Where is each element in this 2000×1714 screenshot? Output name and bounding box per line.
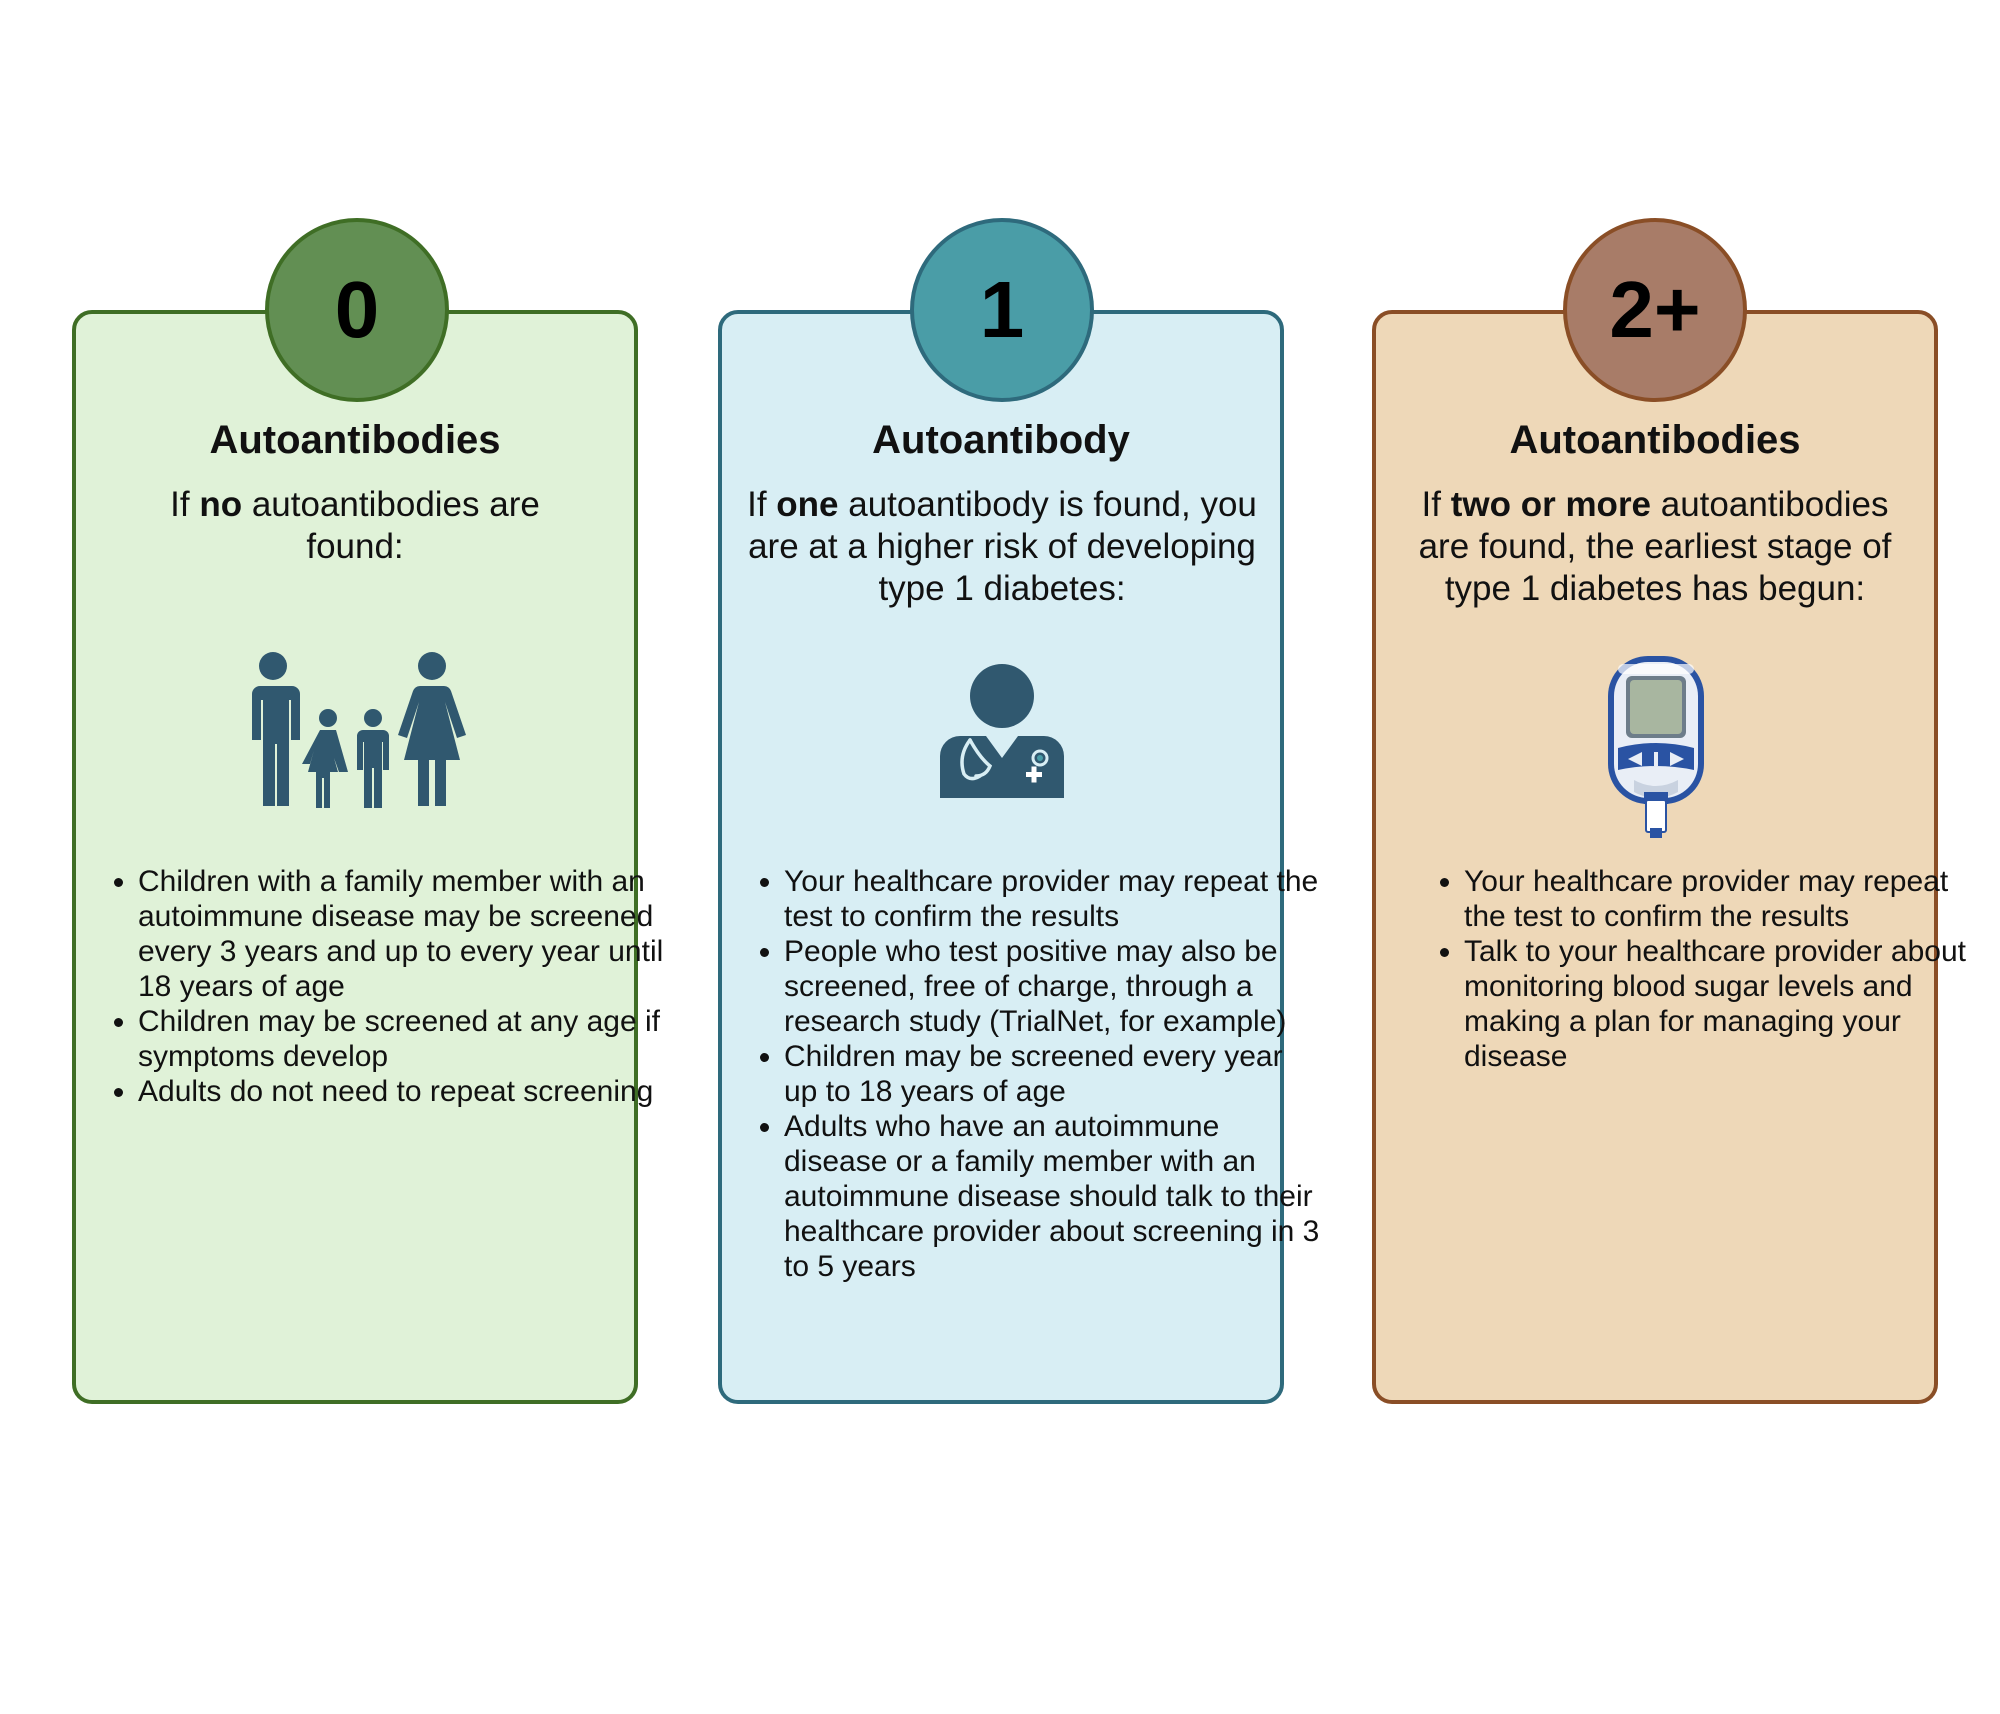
badge-one: 1 [910,218,1094,402]
list-item: People who test positive may also be scr… [784,934,1324,1039]
intro-text: autoantibodies are found: [242,485,540,566]
card-two-plus-autoantibodies [1372,310,1938,1404]
list-item: Talk to your healthcare provider about m… [1464,934,1986,1074]
list-item: Children may be screened at any age if s… [138,1004,678,1074]
list-item: Your healthcare provider may repeat the … [1464,864,1986,934]
list-item: Your healthcare provider may repeat the … [784,864,1324,934]
card-intro: If one autoantibody is found, you are at… [732,484,1272,610]
intro-text: autoantibody is found, you are at a high… [748,485,1257,608]
glucose-meter-icon [1608,656,1704,838]
card-intro: If two or more autoantibodies are found,… [1400,484,1910,610]
bullet-list: Children with a family member with an au… [100,864,678,1109]
bullet-list: Your healthcare provider may repeat the … [1426,864,1986,1074]
intro-text: autoantibodies are found, the earliest s… [1418,485,1892,608]
badge-zero: 0 [265,218,449,402]
bullet-list: Your healthcare provider may repeat the … [746,864,1324,1284]
intro-emphasis: one [776,485,839,524]
card-title: Autoantibodies [209,418,501,462]
badge-two-plus: 2+ [1563,218,1747,402]
intro-text: If [1421,485,1451,524]
card-title: Autoantibody [872,418,1130,462]
list-item: Children may be screened every year up t… [784,1039,1324,1109]
card-zero-autoantibodies [72,310,638,1404]
card-one-autoantibody [718,310,1284,1404]
card-intro: If no autoantibodies are found: [152,484,558,568]
family-icon [252,652,466,808]
list-item: Adults do not need to repeat screening [138,1074,678,1109]
list-item: Children with a family member with an au… [138,864,678,1004]
card-title: Autoantibodies [1509,418,1801,462]
list-item: Adults who have an autoimmune disease or… [784,1109,1324,1284]
intro-text: If [170,485,200,524]
doctor-icon [940,664,1064,798]
intro-emphasis: two or more [1450,485,1652,524]
intro-text: If [747,485,777,524]
intro-emphasis: no [199,485,243,524]
